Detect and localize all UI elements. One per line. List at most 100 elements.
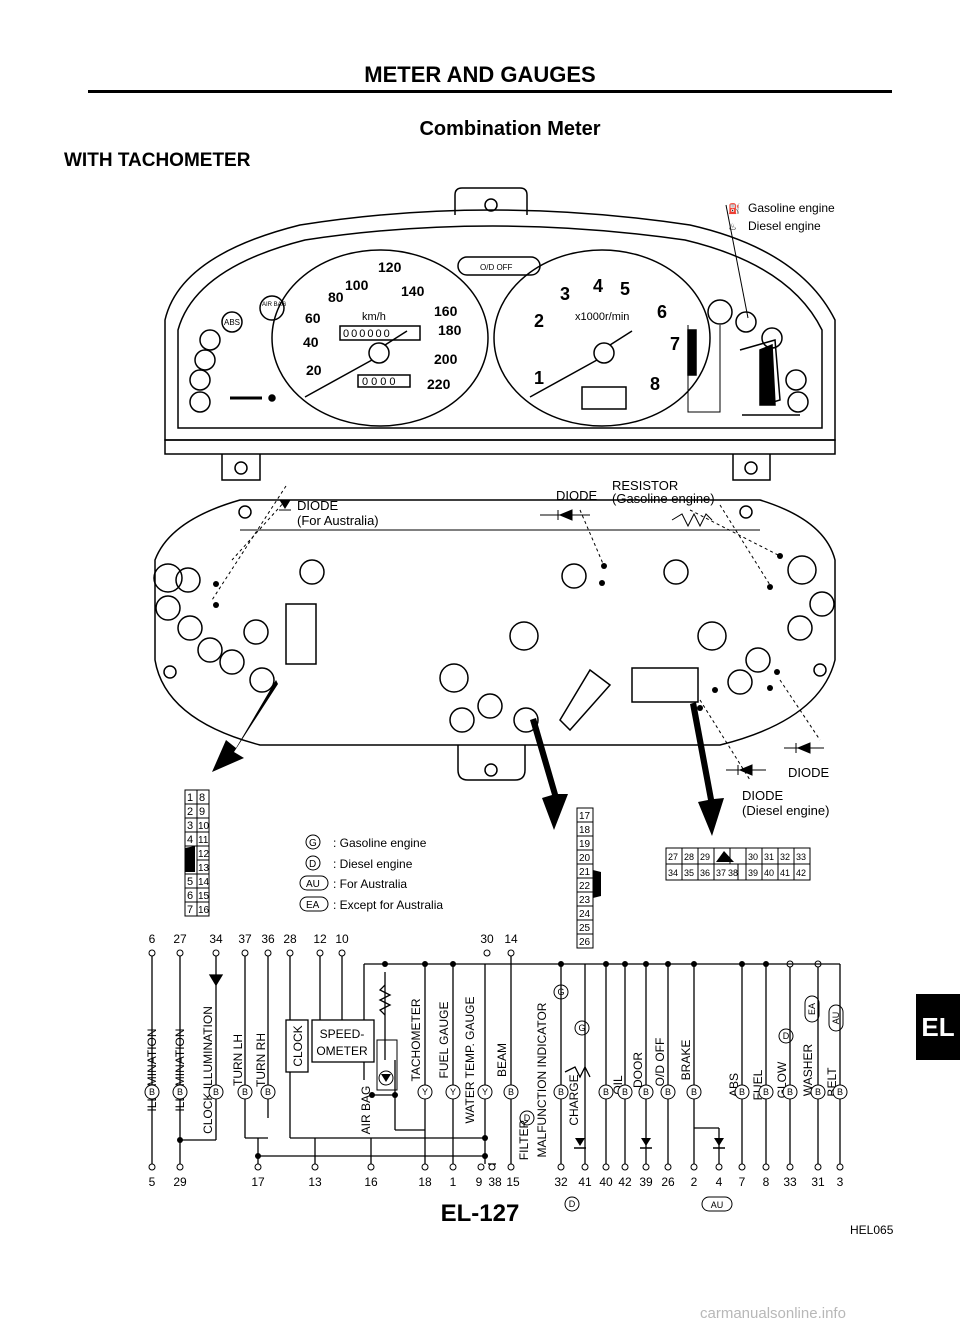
svg-text:B: B [603, 1087, 609, 1097]
meter-base-strip [164, 439, 836, 455]
top-pin-number: 28 [283, 932, 297, 946]
tacho-tick: 6 [657, 302, 667, 322]
meter-rear-view [153, 485, 836, 781]
svg-text:B: B [622, 1087, 628, 1097]
svg-text:B: B [149, 1087, 155, 1097]
bottom-pin-number: 18 [418, 1175, 432, 1189]
label-water-temp: WATER TEMP. GAUGE [463, 997, 477, 1124]
connector-right-pin: 42 [796, 868, 806, 878]
code-g-marker: G [557, 987, 564, 997]
arrow-to-connector-mid [530, 718, 568, 830]
left-mount [221, 454, 261, 481]
legend-text: : Gasoline engine [333, 836, 427, 850]
label-tachometer: TACHOMETER [409, 998, 423, 1081]
bottom-pin-number: 39 [639, 1175, 653, 1189]
connector-mid-pin: 24 [579, 909, 591, 920]
label-brake: BRAKE [679, 1040, 693, 1081]
connector-right-pin: 34 [668, 868, 678, 878]
svg-text:Y: Y [422, 1087, 428, 1097]
bulb-sockets [153, 555, 835, 733]
connector-mid-pin: 20 [579, 853, 591, 864]
bottom-pin-number: 2 [691, 1175, 698, 1189]
tacho-needle [529, 359, 598, 398]
bottom-pin-number: 40 [599, 1175, 613, 1189]
connector-right-pin: 35 [684, 868, 694, 878]
svg-text:B: B [837, 1087, 843, 1097]
svg-text:B: B [242, 1087, 248, 1097]
speedo-tick: 140 [401, 283, 425, 299]
connector-mid-pin: 19 [579, 839, 591, 850]
legend-text: : Diesel engine [333, 857, 413, 871]
label-door: DOOR [631, 1052, 645, 1088]
connector-left-pin: 5 [187, 876, 193, 888]
svg-text:B: B [558, 1087, 564, 1097]
svg-text:B: B [508, 1087, 514, 1097]
connector-right-pin: 37 [716, 868, 726, 878]
speedo-tick: 120 [378, 259, 402, 275]
arrow-to-connector-right [690, 702, 724, 836]
svg-text:B: B [265, 1087, 271, 1097]
label-od-off: O/D OFF [653, 1038, 667, 1087]
wiring [151, 956, 841, 1165]
svg-text:B: B [763, 1087, 769, 1097]
connector-mid-pin: 17 [579, 811, 591, 822]
connector-right-face: 27 28 29 30 31 32 33 34 35 36 37 38 39 4… [665, 847, 811, 881]
odometer-window [339, 325, 421, 341]
tacho-unit: x1000r/min [575, 311, 629, 323]
bottom-terminals [148, 1163, 844, 1171]
label-clock-illumination: CLOCK ILLUMINATION [201, 1006, 215, 1134]
connector-right-pin: 40 [764, 868, 774, 878]
section-title: WITH TACHOMETER [64, 150, 251, 171]
trip-window [357, 374, 411, 388]
tacho-tick: 3 [560, 284, 570, 304]
bottom-pin-number: 9 [476, 1175, 483, 1189]
bottom-pin-number: 15 [506, 1175, 520, 1189]
bottom-pin-number: 31 [811, 1175, 825, 1189]
connector-mid-pin: 18 [579, 825, 591, 836]
label-washer: WASHER [801, 1044, 815, 1097]
diode-australia-label: DIODE [297, 498, 339, 513]
bottom-pin-number: 41 [578, 1175, 592, 1189]
top-pin-number: 14 [504, 932, 518, 946]
connector-mid-pin: 23 [579, 895, 591, 906]
airbag-lamp-label: AIR BAG [262, 302, 287, 308]
code-au-marker: AU [831, 1012, 841, 1025]
label-fuel-gauge: FUEL GAUGE [437, 1002, 451, 1079]
connector-left-pin: 8 [199, 792, 205, 804]
speedo-tick: 40 [303, 334, 319, 350]
rear-connector-2 [559, 668, 612, 732]
engine-symbol-legend: ⛽ Gasoline engine ♨ Diesel engine [725, 201, 835, 319]
connector-mid-pin: 26 [579, 937, 591, 948]
svg-text:B: B [177, 1087, 183, 1097]
diagram-subtitle: Combination Meter [419, 118, 601, 140]
code-d-marker: D [783, 1031, 790, 1041]
top-pin-number: 27 [173, 932, 187, 946]
bottom-pin-number: 32 [554, 1175, 568, 1189]
bottom-code-d: D [569, 1199, 576, 1209]
speedo-hub [368, 342, 390, 364]
legend-code: EA [306, 900, 320, 911]
speedo-unit: km/h [362, 311, 386, 323]
connector-left-pin: 4 [187, 834, 193, 846]
speedo-tick: 180 [438, 322, 462, 338]
top-pin-number: 6 [149, 932, 156, 946]
connector-left-pin: 16 [198, 905, 210, 916]
odometer-reading: 000000 [343, 328, 392, 340]
rear-connector-1 [285, 603, 317, 665]
header-rule [88, 90, 892, 93]
label-turn-rh: TURN RH [254, 1033, 268, 1087]
label-beam: BEAM [495, 1043, 509, 1077]
bottom-pin-number: 33 [783, 1175, 797, 1189]
bottom-pin-number: 26 [661, 1175, 675, 1189]
svg-text:B: B [643, 1087, 649, 1097]
tacho-tick: 4 [593, 276, 603, 296]
connector-left-pin: 2 [187, 806, 193, 818]
bottom-pin-number: 4 [716, 1175, 723, 1189]
connector-right-pin: 39 [748, 868, 758, 878]
svg-text:B: B [665, 1087, 671, 1097]
trip-reading: 0000 [362, 376, 398, 388]
speedo-tick: 100 [345, 277, 369, 293]
tacho-tick: 5 [620, 279, 630, 299]
connector-right-pin: 29 [700, 852, 710, 862]
